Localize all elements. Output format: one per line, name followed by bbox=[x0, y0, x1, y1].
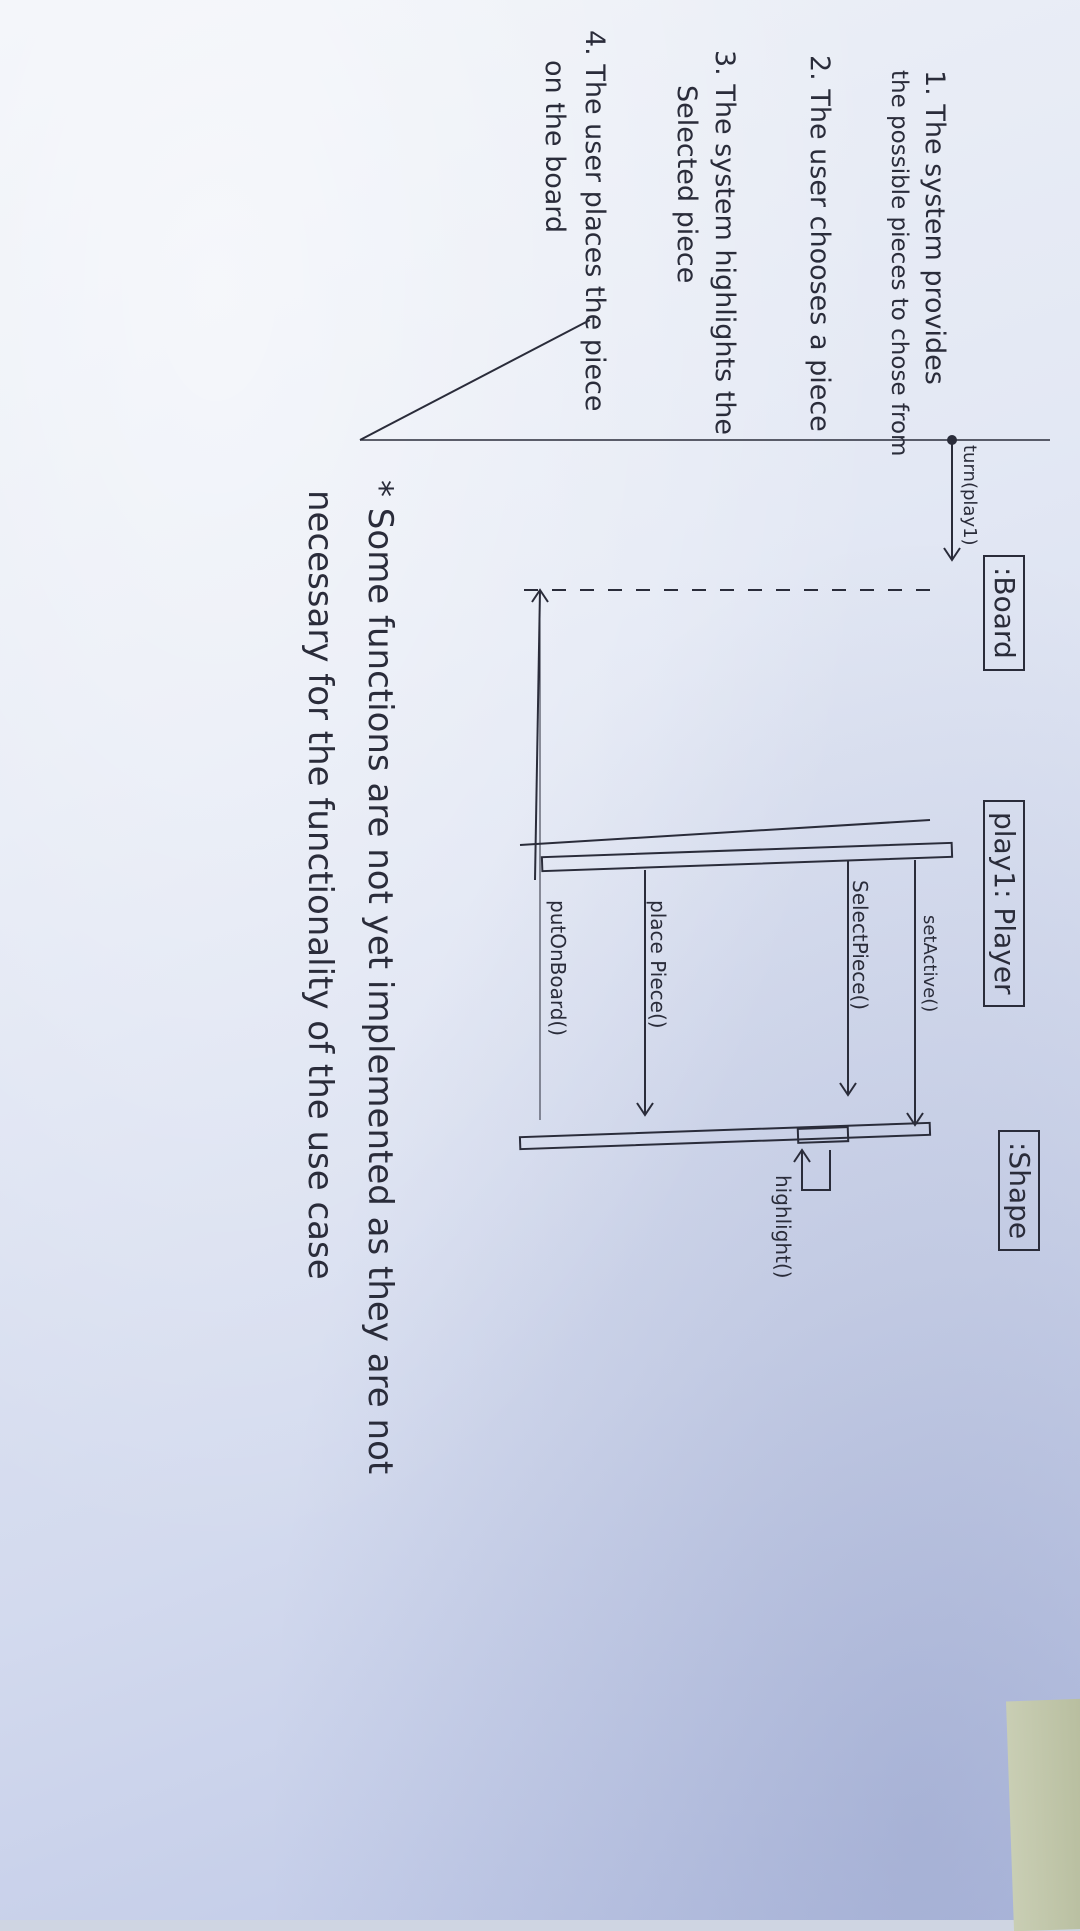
put-on-board-message-label: putOnBoard() bbox=[546, 900, 570, 1037]
select-piece-arrowhead bbox=[839, 1082, 857, 1097]
shape-lifeline-box: :Shape bbox=[998, 1130, 1040, 1252]
footnote-line-2: necessary for the functionality of the u… bbox=[300, 490, 340, 1280]
turn-message-label: turn(play1) bbox=[959, 445, 980, 546]
set-active-message-label: setActive() bbox=[919, 915, 940, 1013]
highlight-arrowhead bbox=[793, 1148, 811, 1163]
player-lifeline-connector bbox=[519, 819, 931, 846]
highlight-message-label: highlight() bbox=[771, 1175, 795, 1279]
highlight-self-call bbox=[801, 1150, 831, 1191]
board-lifeline-box: :Board bbox=[983, 555, 1025, 671]
player-activation-bar bbox=[540, 841, 954, 873]
select-piece-message-label: SelectPiece() bbox=[848, 880, 872, 1011]
footnote-line-1: * Some functions are not yet implemented… bbox=[360, 480, 400, 1475]
turn-arrowhead bbox=[943, 547, 961, 562]
separator-line bbox=[359, 319, 591, 441]
shape-activation-bar bbox=[518, 1121, 932, 1151]
turn-start-dot bbox=[947, 435, 957, 445]
put-on-board-arrowhead bbox=[531, 588, 549, 603]
place-piece-message-label: place Piece() bbox=[646, 900, 670, 1029]
set-active-arrowhead bbox=[906, 1112, 924, 1127]
place-piece-arrowhead bbox=[636, 1102, 654, 1117]
player-lifeline-box: play1: Player bbox=[983, 800, 1025, 1007]
highlight-activation bbox=[796, 1126, 850, 1144]
put-on-board-return-line bbox=[534, 589, 541, 881]
